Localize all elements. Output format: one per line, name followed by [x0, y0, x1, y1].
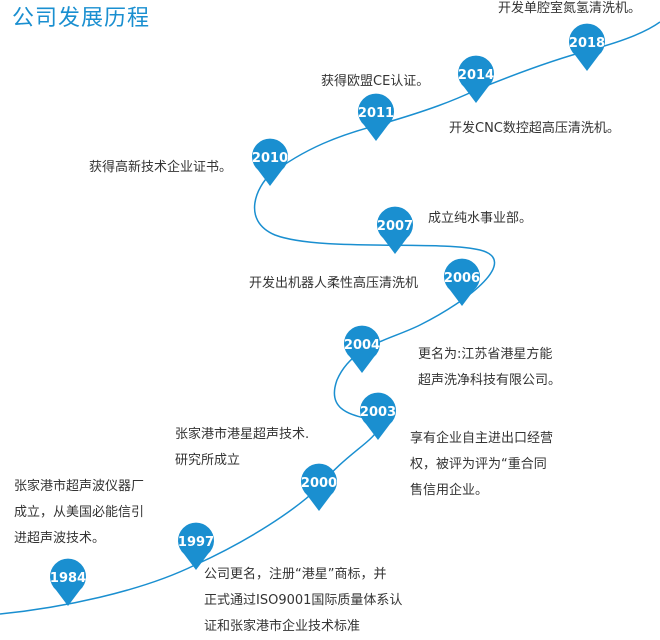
milestone-2003-description: 享有企业自主进出口经营 权，被评为评为“重合同 售信用企业。 — [410, 426, 553, 504]
milestone-2011-description: 获得欧盟CE认证。 — [321, 69, 429, 95]
description-line: 证和张家港市企业技术标准 — [204, 619, 361, 634]
milestone-pin-2007: 2007 — [376, 206, 413, 254]
milestone-pin-1997: 1997 — [178, 522, 215, 570]
milestone-pin-2000: 2000 — [301, 463, 337, 511]
map-pin-icon — [252, 138, 288, 186]
map-pin-icon — [178, 522, 215, 570]
milestone-1984-description: 张家港市超声波仪器厂 成立，从美国必能信引 进超声波技术。 — [14, 474, 144, 552]
page-title: 公司发展历程 — [12, 6, 151, 31]
description-line: 开发单腔室氮氢清洗机。 — [498, 1, 642, 16]
map-pin-icon — [357, 93, 394, 141]
milestone-year-label: 2003 — [360, 405, 396, 420]
description-line: 享有企业自主进出口经营 — [410, 431, 554, 446]
description-line: 成立，从美国必能信引 — [14, 505, 145, 520]
milestone-pin-2018: 2018 — [569, 23, 605, 71]
milestone-2006-description: 开发出机器人柔性高压清洗机 — [249, 271, 418, 297]
milestone-2007-description: 成立纯水事业部。 — [428, 206, 532, 232]
map-pin-icon — [376, 206, 413, 254]
timeline-path — [0, 21, 660, 615]
milestone-pin-2004: 2004 — [344, 325, 381, 373]
milestone-2004-description: 更名为:江苏省港星方能 超声洗净科技有限公司。 — [418, 342, 561, 394]
milestone-2018-description: 开发单腔室氮氢清洗机。 — [498, 0, 641, 22]
description-line: 成立纯水事业部。 — [428, 211, 533, 226]
milestone-pin-1984: 1984 — [50, 558, 87, 606]
map-pin-icon — [301, 463, 337, 511]
milestone-2014-description: 开发CNC数控超高压清洗机。 — [449, 116, 620, 142]
map-pin-icon — [360, 392, 396, 440]
milestone-pin-2014: 2014 — [458, 55, 494, 103]
milestone-year-label: 2014 — [458, 68, 494, 83]
description-line: 更名为:江苏省港星方能 — [418, 347, 553, 362]
milestone-year-label: 2004 — [344, 338, 380, 353]
description-line: 售信用企业。 — [410, 483, 489, 498]
milestone-1997-description: 公司更名，注册“港星”商标，并 正式通过ISO9001国际质量体系认 证和张家港… — [204, 562, 402, 640]
milestone-pin-2011: 2011 — [357, 93, 394, 141]
map-pin-icon — [344, 325, 381, 373]
milestone-2000-description: 张家港市港星超声技术. 研究所成立 — [175, 422, 309, 474]
milestone-year-label: 2011 — [358, 106, 394, 121]
milestone-year-label: 2006 — [444, 271, 480, 286]
map-pin-icon — [569, 23, 605, 71]
description-line: 张家港市港星超声技术. — [175, 427, 310, 442]
description-line: 公司更名，注册“港星”商标，并 — [204, 567, 387, 582]
milestone-2010-description: 获得高新技术企业证书。 — [89, 155, 232, 181]
description-line: 权，被评为评为“重合同 — [410, 457, 547, 472]
description-line: 获得高新技术企业证书。 — [89, 160, 233, 175]
milestone-year-label: 2010 — [252, 151, 288, 166]
description-line: 开发CNC数控超高压清洗机。 — [449, 121, 620, 136]
milestone-year-label: 1997 — [178, 535, 214, 550]
description-line: 张家港市超声波仪器厂 — [14, 479, 145, 494]
description-line: 正式通过ISO9001国际质量体系认 — [204, 593, 403, 608]
milestone-pin-2010: 2010 — [252, 138, 288, 186]
milestone-year-label: 1984 — [50, 571, 86, 586]
map-pin-icon — [458, 55, 494, 103]
milestone-year-label: 2007 — [377, 219, 413, 234]
milestone-pin-2003: 2003 — [360, 392, 396, 440]
map-pin-icon — [50, 558, 87, 606]
description-line: 进超声波技术。 — [14, 531, 106, 546]
map-pin-icon — [444, 258, 480, 306]
description-line: 研究所成立 — [175, 453, 241, 468]
milestone-year-label: 2018 — [569, 36, 605, 51]
description-line: 开发出机器人柔性高压清洗机 — [249, 276, 419, 291]
milestone-pin-2006: 2006 — [444, 258, 480, 306]
description-line: 获得欧盟CE认证。 — [321, 74, 430, 89]
milestone-year-label: 2000 — [301, 476, 337, 491]
description-line: 超声洗净科技有限公司。 — [418, 373, 562, 388]
